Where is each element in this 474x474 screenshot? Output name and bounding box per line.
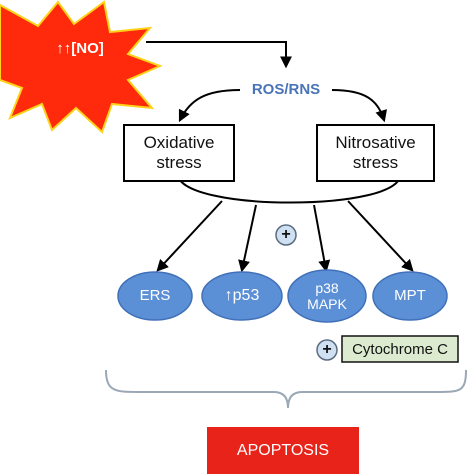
nitrosative-line1: Nitrosative [335,133,416,152]
target-p38-mapk-label: p38 MAPK [307,280,347,312]
arrow-to-ers [156,200,223,272]
oxidative-line1: Oxidative [143,133,215,152]
ellipse-ers [117,271,193,321]
target-mpt-label: MPT [394,287,426,304]
no-to-ros-arrow [146,41,292,69]
apoptosis-bracket [105,369,467,409]
ros-rns-label: ROS/RNS [251,80,321,98]
ellipse-p53 [201,271,283,321]
ellipse-mpt [372,271,448,321]
arrow-to-p38 [313,204,331,273]
ros-to-nitrosative-arrow [331,89,387,123]
cytochrome-box [341,335,459,363]
apoptosis-label: APOPTOSIS [236,441,330,459]
nitrosative-line2: stress [352,153,399,172]
target-p53-label: ↑p53 [224,287,260,304]
plus-sign-upper: + [281,226,291,243]
target-ers-label: ERS [139,287,171,304]
plus-circle-lower [316,339,338,361]
no-trigger-label: ↑↑[NO] [56,39,104,57]
apoptosis-box [207,427,359,474]
oxidative-line2: stress [156,153,202,172]
plus-sign-lower: + [322,341,332,358]
arrow-to-mpt [347,200,414,272]
cytochrome-label: Cytochrome C [352,340,448,358]
stress-connector-curve [177,173,402,204]
nitrosative-stress-box: Nitrosative stress [316,124,435,182]
ros-to-oxidative-arrow [178,89,241,123]
arrow-to-p53 [238,204,257,273]
burst-shape [0,0,163,134]
oxidative-stress-box: Oxidative stress [123,124,235,182]
ellipse-p38-mapk [287,269,367,323]
plus-circle-upper [275,224,297,246]
